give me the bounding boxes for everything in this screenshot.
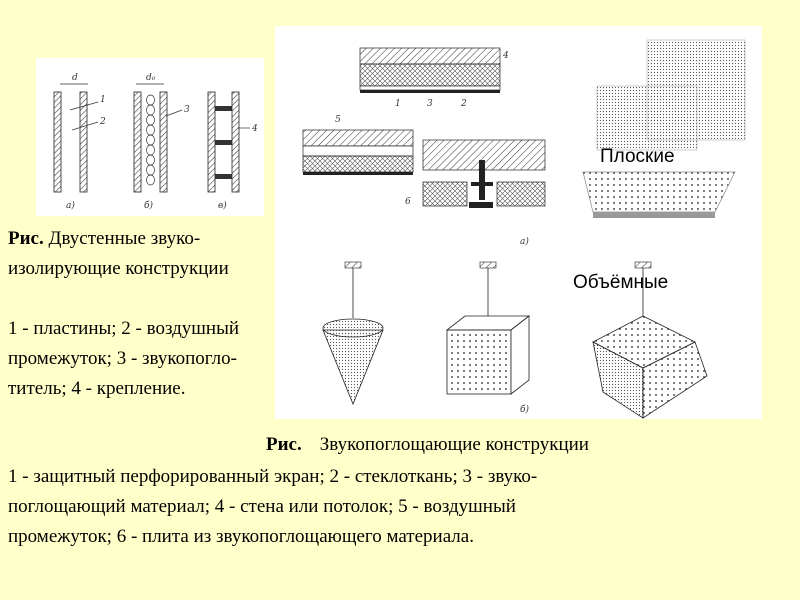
label-ra: а) [520, 236, 529, 247]
label-rb: б) [520, 404, 529, 415]
cube-absorber: б) [445, 261, 531, 415]
flat-panels-illustration [582, 39, 746, 218]
volume-label: Объёмные [573, 272, 668, 293]
sound-absorbing-figure: 4 1 3 2 5 6 а) [275, 26, 762, 419]
callout-r2: 2 [460, 99, 467, 109]
wall-section-air-gap: 5 [302, 115, 414, 175]
callout-r1: 1 [395, 99, 401, 109]
variant-b: d₀ 3 б) [133, 73, 190, 211]
callout-r5: 5 [335, 115, 341, 125]
label-b: б) [144, 200, 153, 211]
label-a: а) [66, 200, 75, 211]
wall-section-mounted-plate: 6 а) [405, 139, 546, 247]
absorber-coils [146, 94, 155, 186]
rotated-cube-absorber [592, 261, 708, 419]
left-caption-line1: Рис. Двустенные звуко- [8, 226, 200, 252]
callout-r4: 4 [502, 51, 509, 61]
callout-3: 3 [184, 105, 190, 115]
flat-label: Плоские [600, 146, 675, 167]
right-legend-line2: поглощающий материал; 4 - стена или пото… [8, 496, 516, 517]
left-caption-line2: изолирующие конструкции [8, 258, 229, 279]
callout-r3: 3 [427, 99, 433, 109]
right-caption-prefix: Рис. [266, 434, 302, 455]
dimension-d: d [72, 73, 78, 83]
variant-a: d 1 2 а) [53, 73, 106, 211]
callout-r6: 6 [405, 197, 411, 207]
variant-c: 4 в) [207, 91, 258, 211]
wall-section-top: 4 1 3 2 [359, 47, 509, 109]
double-wall-diagram: d 1 2 а) d₀ 3 б) [53, 73, 258, 211]
callout-1: 1 [100, 95, 106, 105]
callout-2: 2 [99, 117, 106, 127]
left-legend-line2: промежуток; 3 - звукопогло- [8, 348, 237, 369]
right-legend-line1: 1 - защитный перфорированный экран; 2 - … [8, 466, 538, 487]
left-legend-line1: 1 - пластины; 2 - воздушный [8, 318, 240, 339]
right-legend-line3: промежуток; 6 - плита из звукопоглощающе… [8, 526, 474, 547]
left-caption-title-part1: Двустенные звуко- [43, 228, 201, 249]
right-caption-line: Рис. Звукопоглощающие конструкции [266, 432, 589, 458]
label-c: в) [218, 200, 227, 211]
cone-absorber [322, 261, 384, 406]
left-caption-prefix: Рис. [8, 228, 44, 249]
sound-absorbing-diagram: 4 1 3 2 5 6 а) [302, 39, 746, 419]
dimension-d0: d₀ [146, 73, 156, 83]
left-legend-line3: титель; 4 - крепление. [8, 378, 186, 399]
callout-4: 4 [251, 124, 258, 134]
right-caption-title: Звукопоглощающие конструкции [319, 434, 589, 455]
double-wall-figure: d 1 2 а) d₀ 3 б) [36, 58, 264, 216]
